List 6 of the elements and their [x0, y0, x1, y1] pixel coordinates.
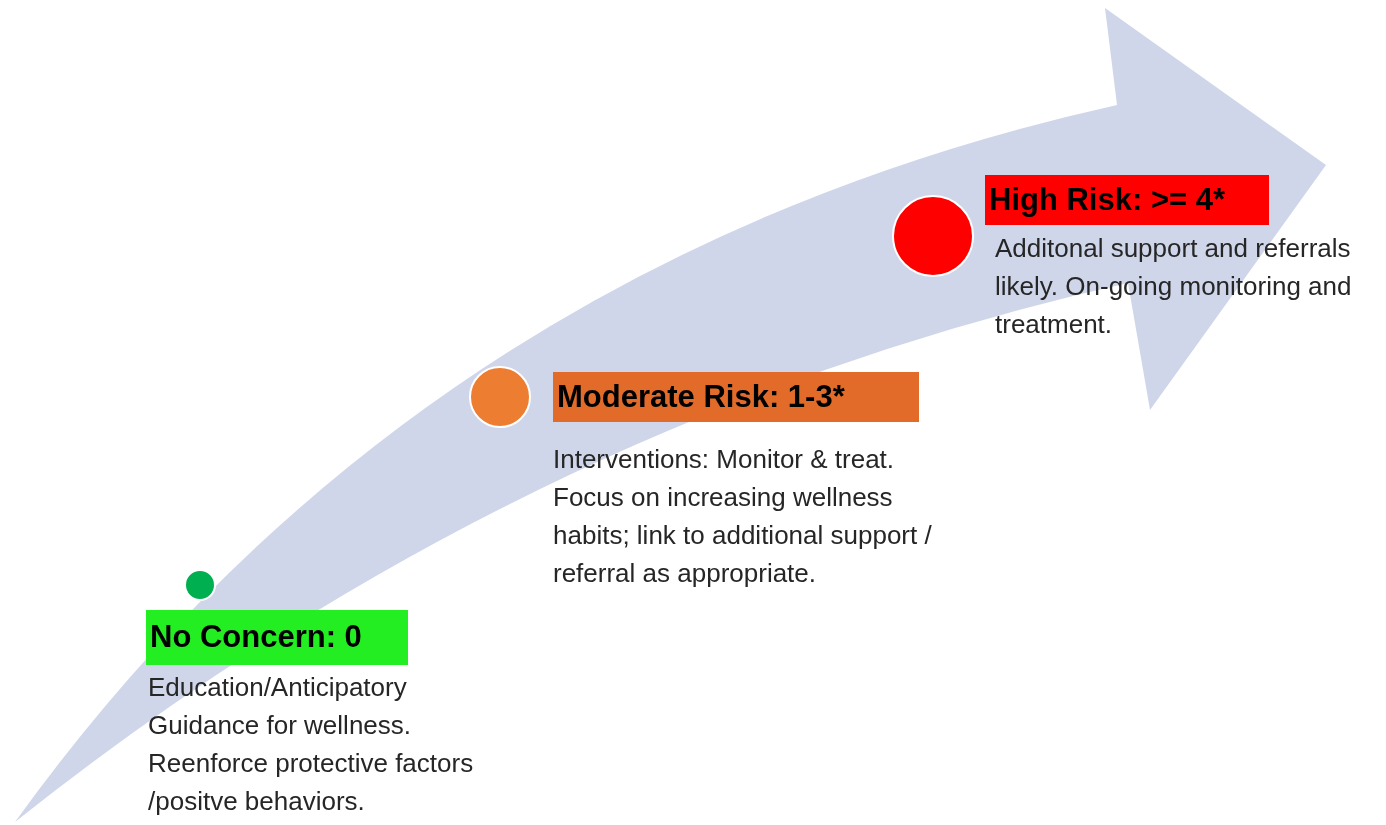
description-text: Interventions: Monitor & treat. Focus on increasing wellness habits; link to additional support / referral as appropriate.: [553, 443, 933, 590]
description-text: Additonal support and referrals likely. On-going monitoring and treatment.: [995, 232, 1353, 341]
risk-level-label: No Concern: 0: [146, 610, 408, 665]
risk-level-label: Moderate Risk: 1-3*: [553, 372, 919, 422]
description-text: Education/Anticipatory Guidance for wellness. Reenforce protective factors /positve behaviors.: [148, 671, 475, 818]
risk-level-label: High Risk: >= 4*: [985, 175, 1269, 225]
